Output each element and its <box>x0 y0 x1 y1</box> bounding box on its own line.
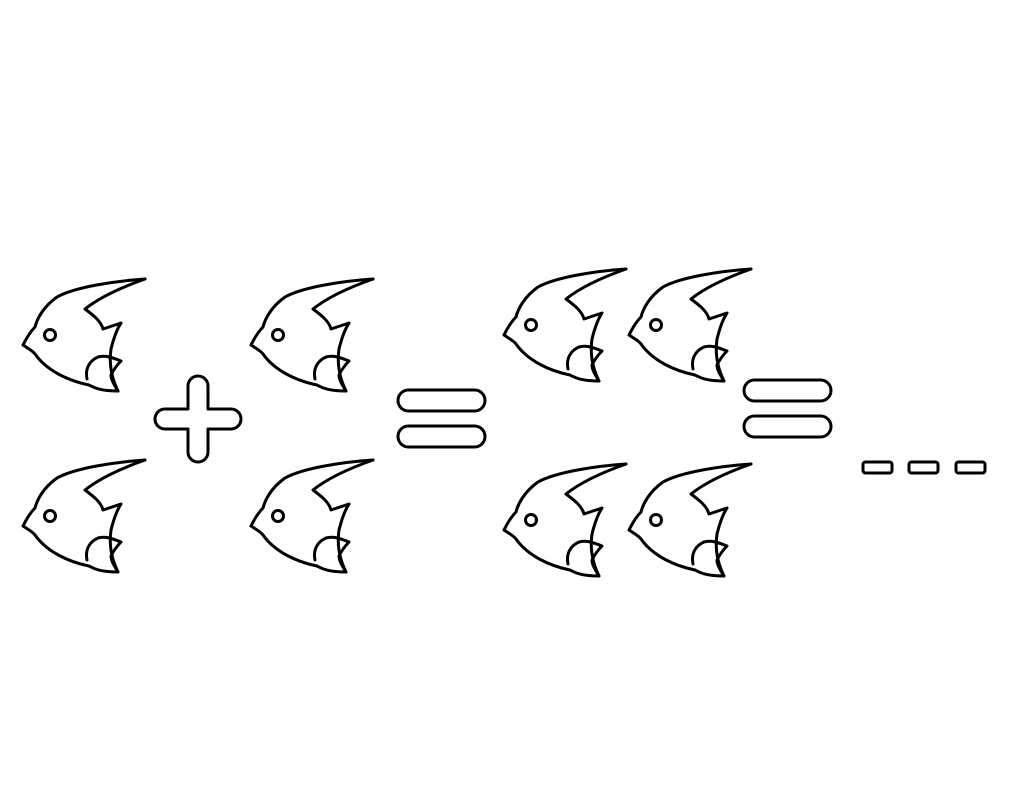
angelfish-icon <box>502 462 628 578</box>
angelfish-icon <box>627 267 753 383</box>
angelfish-icon <box>249 458 375 574</box>
angelfish-icon <box>21 458 147 574</box>
group-b-fish <box>249 277 375 574</box>
angelfish-icon <box>502 267 628 383</box>
plus-icon <box>153 374 243 464</box>
angelfish-icon <box>627 462 753 578</box>
equals-operator-2 <box>742 378 833 439</box>
equals-operator-1 <box>396 388 487 449</box>
blank-dash-icon <box>861 460 894 475</box>
blank-dash-icon <box>954 460 987 475</box>
fish-groups <box>21 267 753 578</box>
equals-icon <box>742 378 833 439</box>
equals-icon <box>396 388 487 449</box>
plus-operator <box>153 374 243 464</box>
group-c-fish <box>502 267 753 578</box>
answer-blanks <box>861 460 987 475</box>
group-a-fish <box>21 277 147 574</box>
angelfish-icon <box>21 277 147 393</box>
blank-dash-icon <box>907 460 940 475</box>
angelfish-icon <box>249 277 375 393</box>
